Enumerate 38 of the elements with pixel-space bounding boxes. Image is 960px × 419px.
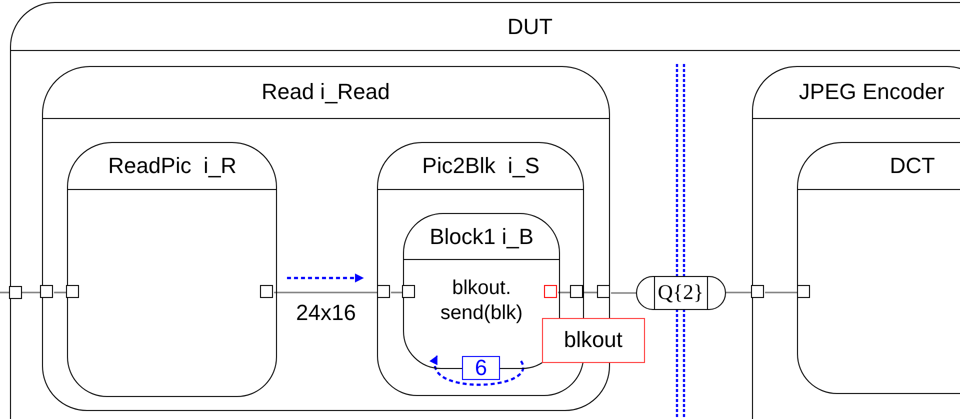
connector-line [391,292,403,294]
block-title: DUT [507,14,553,40]
block-title: Block1 i_B [430,224,534,250]
edge-label: 6 [462,356,500,380]
port-square [377,285,390,298]
connector-line [0,292,9,294]
channel-capsule [636,276,726,310]
block-title: JPEG Encoder [798,79,944,106]
port-square [402,284,415,298]
callout-box [542,318,645,363]
port-square [260,285,274,298]
port-square [66,285,80,298]
port-square [544,284,557,298]
block-title: DCT [890,153,935,180]
block-frame [752,66,960,419]
loop-arrow [430,355,524,386]
callout-text: blkout [564,327,623,354]
connector-line [22,292,41,294]
port-square [570,285,584,298]
connector-line [584,292,598,294]
connector-line [765,292,798,294]
block-title: Read i_Read [261,79,390,106]
port-square [751,285,764,298]
block-frame [67,142,278,398]
block-frame [797,142,960,394]
port-square [8,286,22,299]
block-title: Pic2Blk i_S [422,153,540,180]
port-square [597,285,610,298]
connector-line [611,292,636,294]
connector-line [274,292,378,294]
channel-label: Q{2} [654,276,708,309]
connector-line [558,292,571,294]
port-square [797,285,810,298]
action-text: blkout. send(blk) [440,277,523,324]
block-title: ReadPic i_R [108,153,237,180]
connector-line [726,292,752,294]
connector-line [54,292,67,294]
port-square [40,285,54,298]
